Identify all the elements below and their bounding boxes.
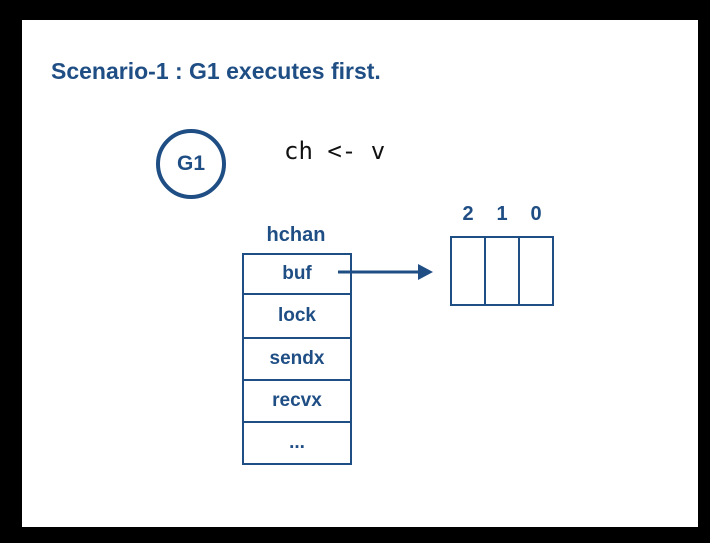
buffer-slot xyxy=(452,238,486,304)
hchan-field-recvx: recvx xyxy=(244,381,350,423)
hchan-field-buf: buf xyxy=(244,255,350,295)
code-snippet: ch <- v xyxy=(284,137,386,165)
goroutine-label: G1 xyxy=(176,152,205,175)
hchan-field-ellipsis: ... xyxy=(289,432,305,453)
goroutine-g1-node: G1 xyxy=(156,129,226,199)
hchan-field-sendx: sendx xyxy=(244,339,350,381)
slide-title: Scenario-1 : G1 executes first. xyxy=(51,58,381,84)
circular-buffer xyxy=(450,236,554,306)
hchan-label: hchan xyxy=(266,224,326,246)
buffer-index-1: 1 xyxy=(496,203,508,225)
hchan-field-lock: lock xyxy=(244,295,350,339)
arrow-head-icon xyxy=(418,264,433,280)
slide: Scenario-1 : G1 executes first. G1 ch <-… xyxy=(22,20,698,527)
buf-pointer-arrow xyxy=(338,264,433,280)
hchan-struct: buf lock sendx recvx ... xyxy=(242,253,352,465)
buffer-index-2: 2 xyxy=(462,203,474,225)
buffer-index-0: 0 xyxy=(530,203,542,225)
buffer-slot xyxy=(486,238,520,304)
